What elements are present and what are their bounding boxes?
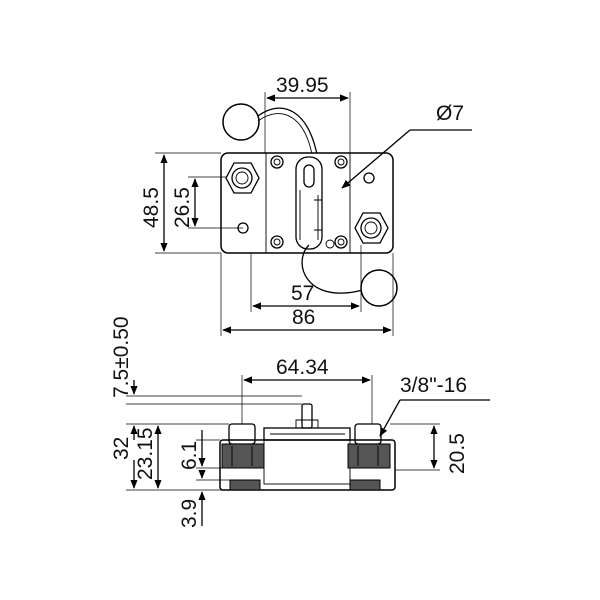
breaker-plate bbox=[220, 152, 394, 254]
side-right-stud bbox=[347, 423, 391, 469]
lever bbox=[303, 164, 315, 188]
dim-overall-width: 86 bbox=[292, 306, 315, 329]
foot-right bbox=[349, 479, 381, 491]
side-lever bbox=[301, 403, 313, 429]
dim-height-to-studs: 23.15 bbox=[134, 427, 157, 480]
lever-cable-bottom bbox=[301, 244, 364, 294]
side-left-stud bbox=[221, 423, 265, 469]
mounting-hole-right bbox=[363, 172, 375, 184]
dim-thread: 3/8"-16 bbox=[400, 374, 467, 397]
dim-base-height: 6.1 bbox=[178, 441, 201, 470]
reset-knob-bottom bbox=[360, 269, 398, 307]
dim-stud-spacing: 57 bbox=[291, 282, 314, 305]
dim-hole-diameter: Ø7 bbox=[436, 102, 464, 125]
mounting-screws bbox=[270, 155, 348, 249]
foot-left bbox=[229, 479, 261, 491]
dim-total-height: 32 bbox=[110, 437, 133, 460]
reset-knob-top bbox=[222, 103, 260, 141]
left-stud-nut bbox=[225, 162, 260, 194]
top-view: 39.95 Ø7 48.5 26.5 57 86 bbox=[140, 74, 472, 336]
dim-height-inner: 26.5 bbox=[171, 187, 194, 228]
dim-lever-offset: 7.5±0.50 bbox=[110, 316, 133, 398]
lever-cable-top bbox=[257, 107, 319, 161]
side-view: 64.34 3/8"-16 7.5±0.50 32 23.15 6.1 20.5 bbox=[110, 316, 490, 528]
dim-side-stud-spacing: 64.34 bbox=[276, 356, 329, 379]
dim-height-outer: 48.5 bbox=[140, 187, 163, 228]
dim-stud-height: 20.5 bbox=[446, 433, 469, 474]
dim-foot-height: 3.9 bbox=[178, 499, 201, 528]
right-stud-nut bbox=[354, 212, 389, 244]
dim-top-width: 39.95 bbox=[276, 74, 329, 97]
